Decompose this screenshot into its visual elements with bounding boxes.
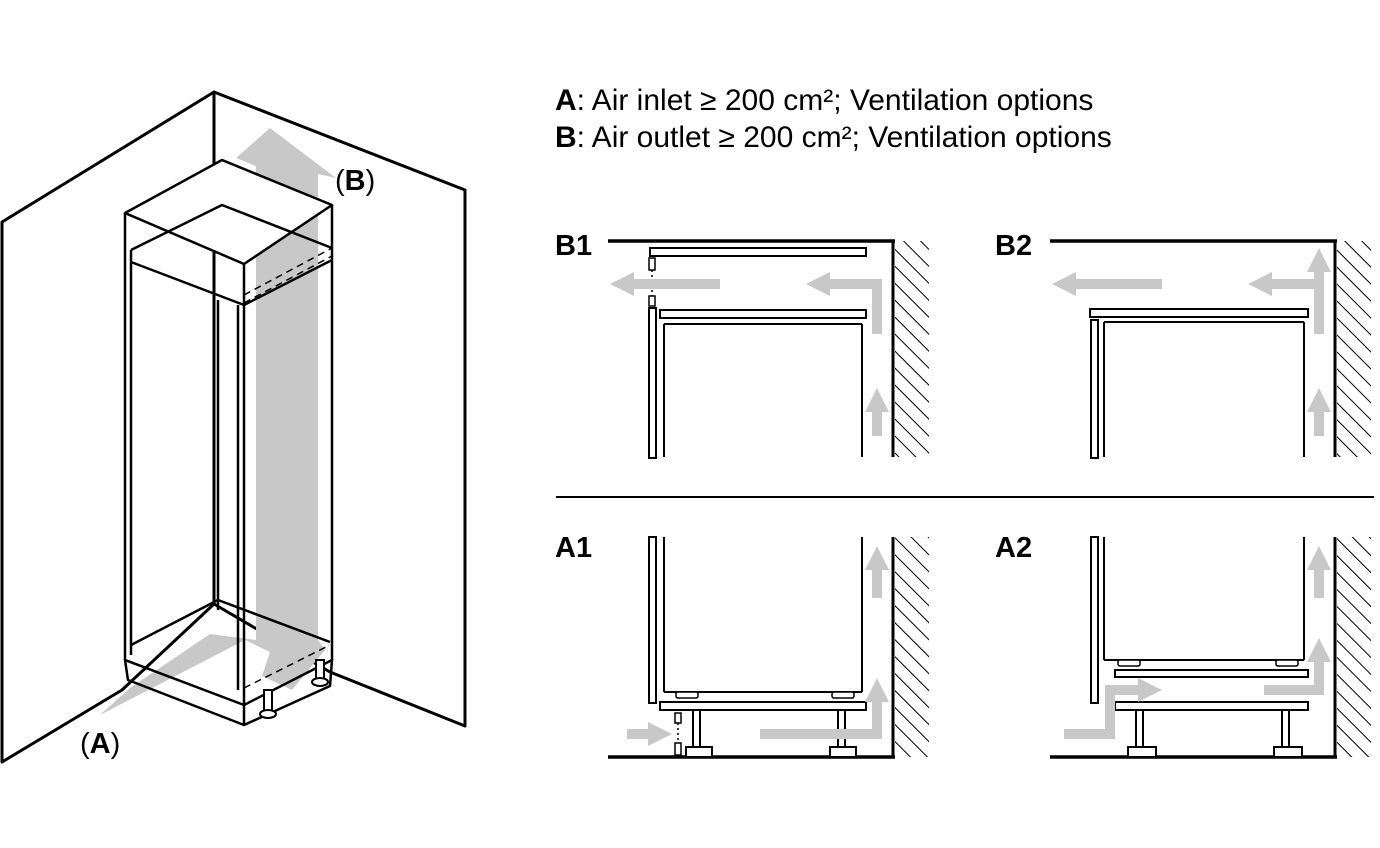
panel-b2 [1050, 239, 1371, 459]
airflow-arrow-niche [100, 128, 336, 715]
callout-a: (A) [80, 728, 121, 760]
panel-label-a2: A2 [995, 532, 1033, 564]
cabinet-feet [259, 659, 329, 719]
tall-cabinet [123, 158, 334, 727]
panel-label-b1: B1 [555, 230, 593, 262]
legend-air-inlet: A: Air inlet ≥ 200 cm²; Ventilation opti… [555, 84, 1094, 117]
legend-air-outlet: B: Air outlet ≥ 200 cm²; Ventilation opt… [555, 121, 1112, 154]
left-wall [0, 90, 216, 764]
panel-a1 [608, 536, 929, 759]
panel-label-b2: B2 [995, 230, 1033, 262]
legend: A: Air inlet ≥ 200 cm²; Ventilation opti… [555, 82, 1112, 156]
panel-label-a1: A1 [555, 532, 593, 564]
panel-a2 [1050, 536, 1371, 759]
panel-b1 [608, 239, 929, 459]
callout-b: (B) [335, 165, 376, 197]
